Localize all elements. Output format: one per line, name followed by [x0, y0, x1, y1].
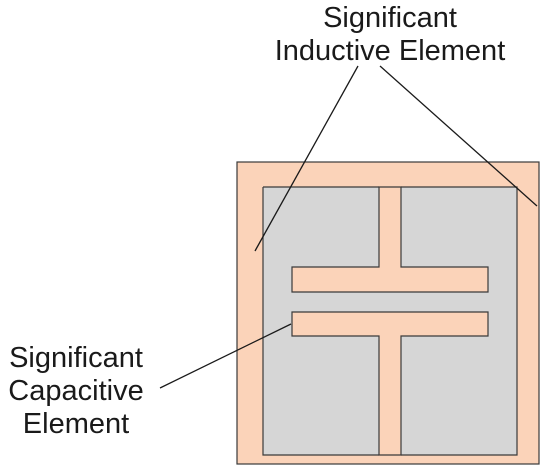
capacitive-label-line1: Significant — [9, 342, 143, 374]
capacitive-label-line2: Capacitive — [8, 375, 144, 407]
metal-outline — [262, 186, 518, 456]
capacitive-leader — [159, 323, 292, 389]
inductive-element-label: Significant Inductive Element — [245, 2, 535, 68]
inductive-leader-right — [379, 65, 538, 207]
metal-center-strip — [263, 292, 517, 312]
inductive-leader-left — [254, 65, 359, 252]
upper-t-slot — [291, 186, 489, 293]
inductive-label-line1: Significant — [323, 2, 457, 34]
capacitive-label-line3: Element — [22, 408, 130, 440]
capacitive-element-label: Significant Capacitive Element — [0, 342, 152, 441]
inductive-label-line2: Inductive Element — [274, 35, 506, 67]
